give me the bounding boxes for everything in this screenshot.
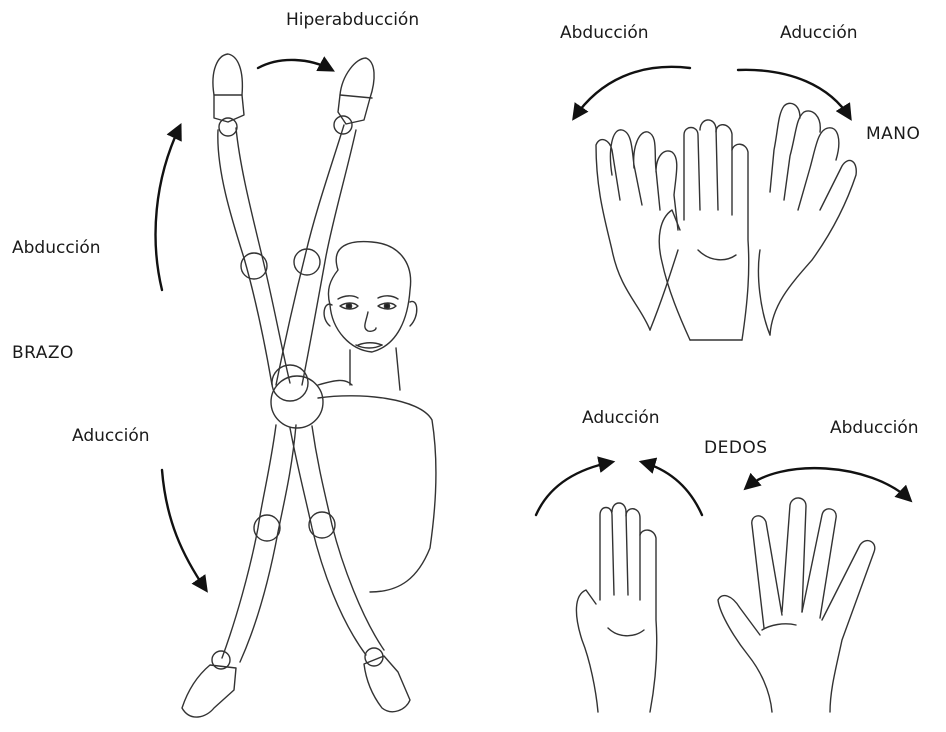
arrow-arm-adduction (162, 470, 206, 590)
arrow-hyperabduction (258, 60, 332, 70)
label-hand-abduction: Abducción (560, 25, 649, 42)
hand-group (596, 103, 856, 340)
label-fingers-section: DEDOS (704, 440, 768, 457)
fingers-group (576, 498, 874, 712)
arrow-fingers-adduction-left (536, 462, 612, 515)
label-fingers-abduction: Abducción (830, 420, 919, 437)
label-arm-section: BRAZO (12, 345, 74, 362)
label-arm-adduction: Aducción (72, 428, 150, 445)
human-figure (182, 54, 436, 717)
label-hand-adduction: Aducción (780, 25, 858, 42)
label-hand-section: MANO (866, 126, 920, 143)
arrow-fingers-abduction (746, 468, 910, 500)
label-arm-abduction: Abducción (12, 240, 101, 257)
label-arm-hyperabduction: Hiperabducción (286, 12, 419, 29)
arrow-arm-abduction (156, 126, 180, 290)
arrow-hand-abduction (574, 67, 690, 118)
arrow-fingers-adduction-right (642, 462, 702, 515)
arrow-hand-adduction (738, 70, 850, 118)
label-fingers-adduction: Aducción (582, 410, 660, 427)
